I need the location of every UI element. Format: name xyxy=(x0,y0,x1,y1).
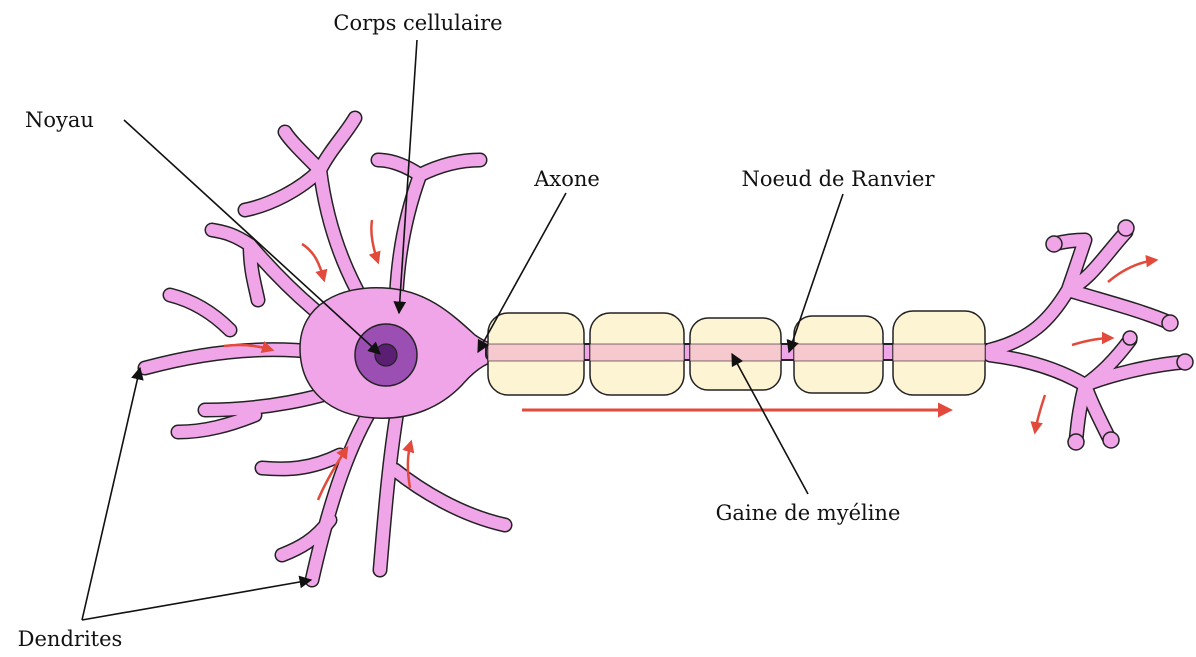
dendrites-leader-2 xyxy=(82,580,311,620)
axon-core-visible xyxy=(488,344,985,361)
axon-terminals xyxy=(990,220,1193,450)
nucleus-label: Noyau xyxy=(25,108,94,132)
dendrites-leader-1 xyxy=(82,368,140,620)
axon-label: Axone xyxy=(533,167,600,191)
nucleus xyxy=(355,324,417,386)
dendrites-label: Dendrites xyxy=(18,627,123,651)
cell-body-label: Corps cellulaire xyxy=(333,11,502,35)
myelin-sheath-label: Gaine de myéline xyxy=(716,501,901,525)
node-of-ranvier-label: Noeud de Ranvier xyxy=(741,167,935,191)
